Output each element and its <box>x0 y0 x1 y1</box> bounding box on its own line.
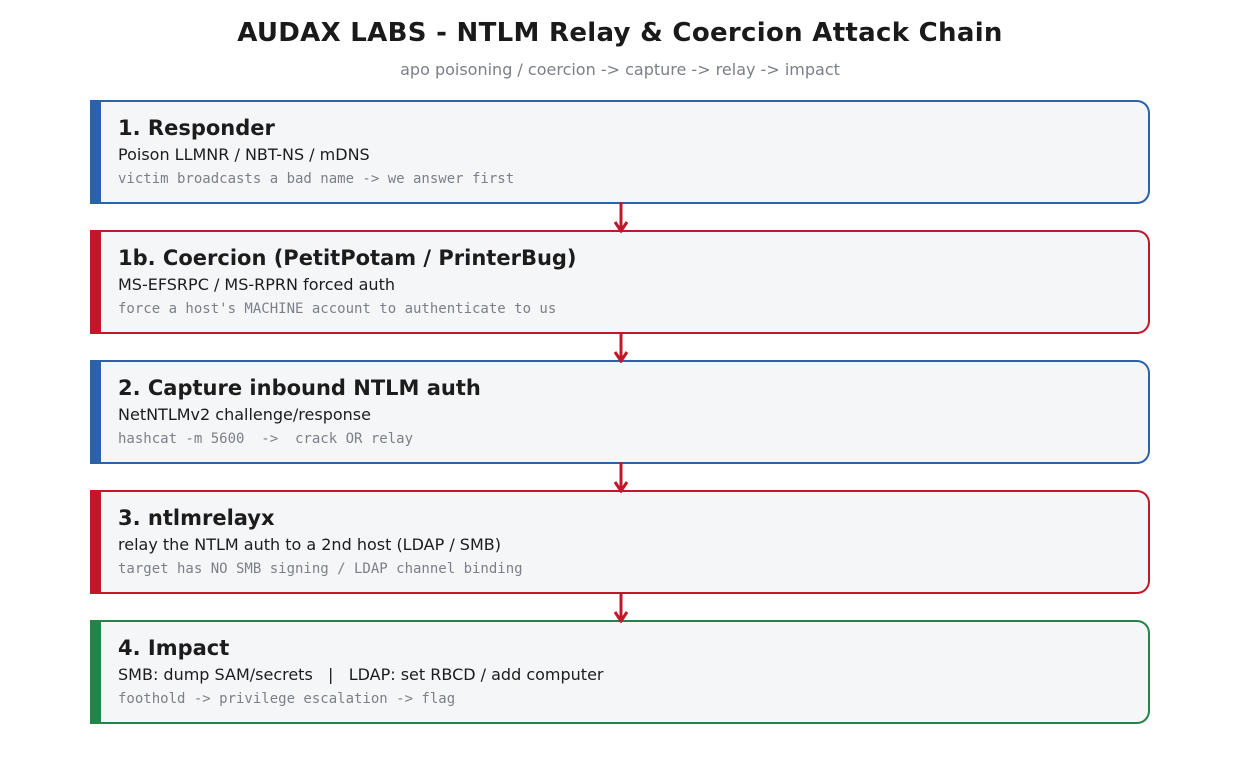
step-ntlmrelayx: 3. ntlmrelayx relay the NTLM auth to a 2… <box>90 490 1150 594</box>
step-impact: 4. Impact SMB: dump SAM/secrets | LDAP: … <box>90 620 1150 724</box>
step-description: NetNTLMv2 challenge/response <box>118 405 371 424</box>
page-subtitle: apo poisoning / coercion -> capture -> r… <box>400 60 840 79</box>
step-title: 1b. Coercion (PetitPotam / PrinterBug) <box>118 246 577 270</box>
arrow-down-icon <box>613 202 629 233</box>
step-coercion: 1b. Coercion (PetitPotam / PrinterBug) M… <box>90 230 1150 334</box>
step-title: 1. Responder <box>118 116 275 140</box>
step-capture: 2. Capture inbound NTLM auth NetNTLMv2 c… <box>90 360 1150 464</box>
arrow-down-icon <box>613 592 629 623</box>
attack-chain-diagram: 1. Responder Poison LLMNR / NBT-NS / mDN… <box>90 100 1150 750</box>
step-note: victim broadcasts a bad name -> we answe… <box>118 171 515 187</box>
step-title: 4. Impact <box>118 636 230 660</box>
step-title: 3. ntlmrelayx <box>118 506 275 530</box>
step-description: MS-EFSRPC / MS-RPRN forced auth <box>118 275 395 294</box>
step-note: hashcat -m 5600 -> crack OR relay <box>118 431 414 447</box>
arrow-down-icon <box>613 462 629 493</box>
step-description: relay the NTLM auth to a 2nd host (LDAP … <box>118 535 501 554</box>
step-description: Poison LLMNR / NBT-NS / mDNS <box>118 145 370 164</box>
page-title: AUDAX LABS - NTLM Relay & Coercion Attac… <box>237 18 1003 48</box>
step-note: force a host's MACHINE account to authen… <box>118 301 557 317</box>
step-title: 2. Capture inbound NTLM auth <box>118 376 481 400</box>
step-responder: 1. Responder Poison LLMNR / NBT-NS / mDN… <box>90 100 1150 204</box>
step-description: SMB: dump SAM/secrets | LDAP: set RBCD /… <box>118 665 604 684</box>
arrow-down-icon <box>613 332 629 363</box>
step-note: target has NO SMB signing / LDAP channel… <box>118 561 523 577</box>
step-note: foothold -> privilege escalation -> flag <box>118 691 456 707</box>
